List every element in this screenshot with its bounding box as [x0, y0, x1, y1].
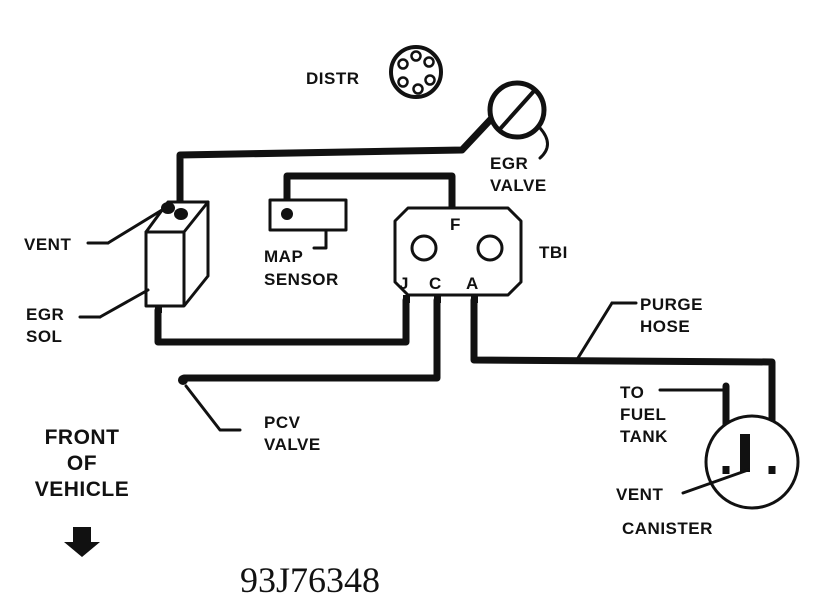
figure-code: 93J76348 — [240, 560, 380, 600]
pcv-valve-leader — [184, 384, 242, 432]
vent-canister-label: VENT — [616, 485, 663, 504]
distr-label: DISTR — [306, 69, 360, 88]
vent-left-label: VENT — [24, 235, 71, 254]
fuel-tank-label-3: TANK — [620, 427, 668, 446]
canister-label: CANISTER — [622, 519, 713, 538]
port-j-hose — [154, 296, 410, 346]
egr-sol-leader-b — [98, 288, 150, 319]
egr-valve-label-2: VALVE — [490, 176, 547, 195]
map-sensor-label-2: SENSOR — [264, 270, 339, 289]
map-sensor-hose — [283, 172, 456, 220]
distributor-cap — [389, 45, 443, 99]
port-j-label: J — [399, 274, 409, 293]
pcv-valve-label-2: VALVE — [264, 435, 321, 454]
front-label-1: FRONT — [45, 426, 120, 449]
egr-sol-label-1: EGR — [26, 305, 64, 324]
fuel-tank-label-1: TO — [620, 383, 644, 402]
down-arrow-icon — [64, 527, 100, 557]
pcv-hose — [180, 296, 441, 382]
egr-valve-leader — [538, 126, 549, 160]
front-label-2: OF — [67, 452, 97, 475]
map-sensor-label-1: MAP — [264, 247, 303, 266]
egr-solenoid — [144, 200, 210, 313]
egr-valve — [487, 80, 547, 140]
fuel-tank-label-2: FUEL — [620, 405, 666, 424]
purge-hose — [470, 296, 776, 470]
map-sensor — [268, 198, 348, 232]
port-f-label: F — [450, 215, 461, 234]
egr-valve-label-1: EGR — [490, 154, 528, 173]
egr-valve-hose — [176, 114, 496, 216]
tbi-label: TBI — [539, 243, 568, 262]
tbi-unit — [393, 206, 523, 303]
vent-left-leader-b — [106, 208, 164, 245]
pcv-valve-label-1: PCV — [264, 413, 301, 432]
purge-hose-label-1: PURGE — [640, 295, 703, 314]
egr-sol-label-2: SOL — [26, 327, 62, 346]
purge-hose-leader-b — [576, 301, 614, 360]
purge-hose-label-2: HOSE — [640, 317, 690, 336]
port-a-label: A — [466, 274, 479, 293]
port-c-label: C — [429, 274, 442, 293]
front-label-3: VEHICLE — [35, 478, 130, 501]
map-sensor-leader — [312, 229, 328, 250]
charcoal-canister — [704, 414, 800, 510]
pcv-valve — [178, 375, 188, 385]
vent-canister-leader — [681, 468, 750, 495]
